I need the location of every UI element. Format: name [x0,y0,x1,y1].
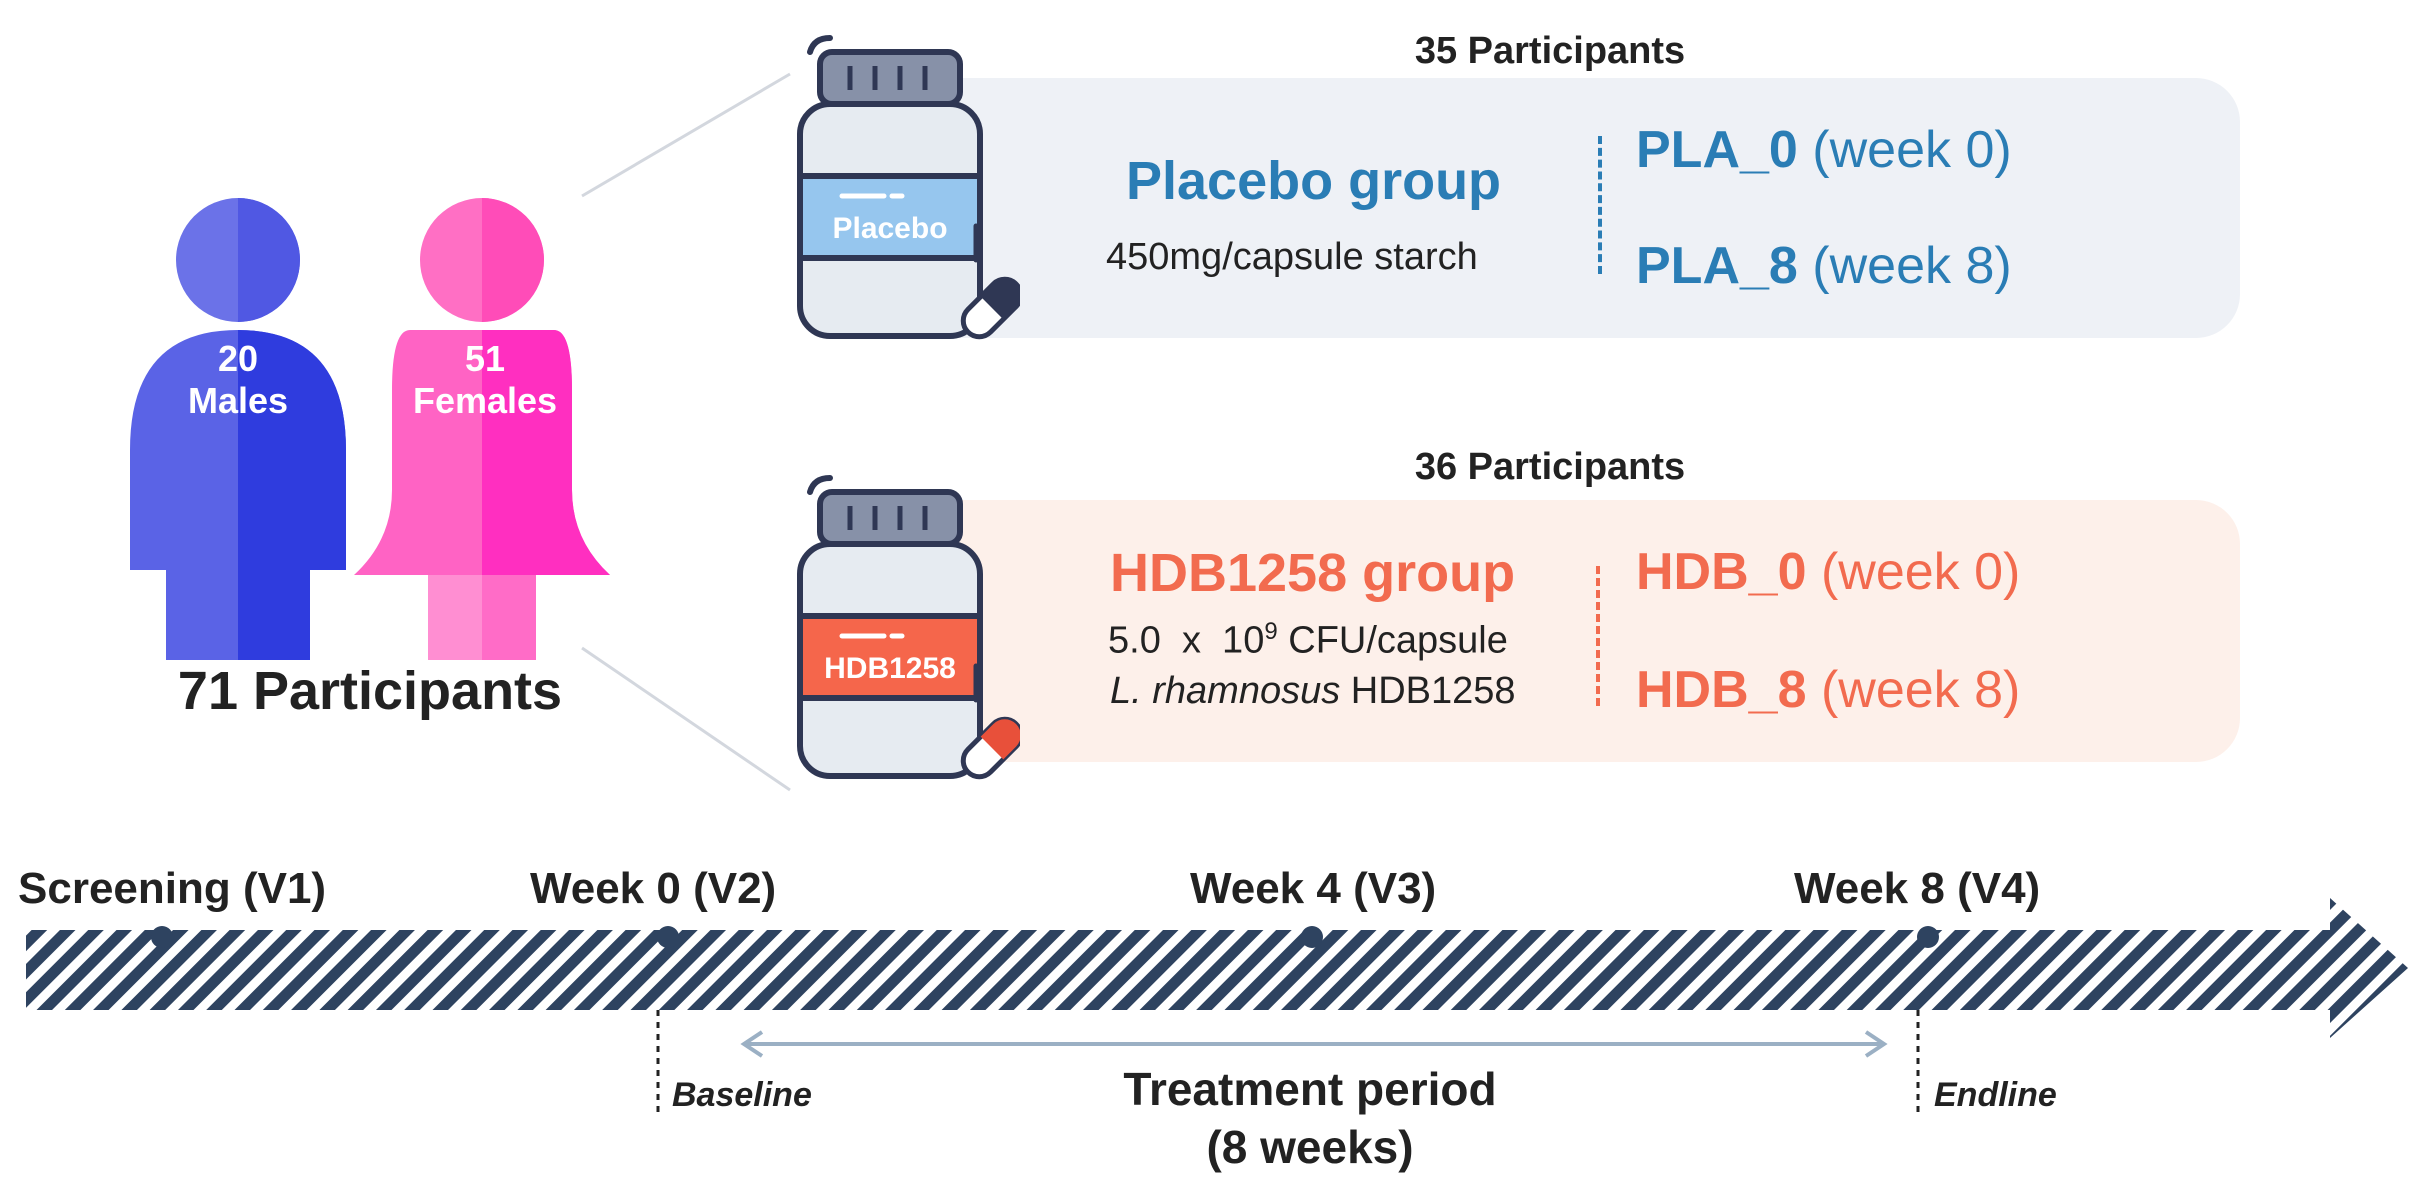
placebo-tag0-code: PLA_0 [1636,121,1798,179]
hdb-tag0-code: HDB_0 [1636,543,1807,601]
visit-dot-v3 [1301,926,1323,948]
hdb-dose-exponent: 9 [1264,618,1278,645]
hdb-title: HDB1258 group [1110,543,1516,603]
placebo-tag-week0: PLA_0 (week 0) [1636,120,2012,180]
treatment-period-title: Treatment period [1123,1063,1497,1115]
hdb-participants: 36 Participants [1414,446,1686,488]
males-label: Males [187,380,289,421]
males-count: 20 Males [168,338,308,422]
females-label: Females [412,380,558,421]
hdb-divider [1596,566,1600,706]
timeline-bar [26,898,2408,1038]
visit-dot-v2 [657,926,679,948]
hdb-dose: 5.0 x 109 CFU/capsule [1108,618,1508,663]
placebo-tag0-week: (week 0) [1812,121,2012,179]
hdb-strain-species: L. rhamnosus [1110,670,1341,712]
placebo-bottle-label: Placebo [832,212,948,245]
hdb-tag-week8: HDB_8 (week 8) [1636,660,2020,720]
placebo-tag8-code: PLA_8 [1636,237,1798,295]
visit-label-v1: Screening (V1) [18,864,327,913]
female-figure-icon [354,198,610,660]
placebo-tag8-week: (week 8) [1812,237,2012,295]
hdb-bottle-icon [797,475,1020,780]
placebo-bottle-icon [797,35,1020,340]
females-number: 51 [464,338,506,379]
hdb-dose-prefix: 5.0 x 10 [1108,619,1265,662]
visit-label-v4: Week 8 (V4) [1794,864,2041,913]
visit-dot-v4 [1917,926,1939,948]
hdb-tag8-code: HDB_8 [1636,661,1807,719]
total-participants: 71 Participants [177,661,563,721]
females-count: 51 Females [410,338,560,422]
placebo-participants: 35 Participants [1414,30,1686,72]
placebo-dose: 450mg/capsule starch [1106,236,1478,278]
visit-label-v3: Week 4 (V3) [1190,864,1437,913]
placebo-title: Placebo group [1126,151,1502,211]
hdb-strain-id: HDB1258 [1340,670,1516,712]
participants-figure: 20 Males 51 Females 71 Participants [110,190,630,750]
hdb-panel [900,500,2240,762]
hdb-bottle-label: HDB1258 [824,652,956,685]
placebo-tag-week8: PLA_8 (week 8) [1636,236,2012,296]
people-icon [130,198,610,660]
hdb-strain: L. rhamnosus HDB1258 [1110,670,1516,713]
visit-label-v2: Week 0 (V2) [530,864,777,913]
visit-dot-v1 [151,926,173,948]
hdb-tag-week0: HDB_0 (week 0) [1636,542,2020,602]
placebo-divider [1598,136,1602,274]
male-figure-icon [130,198,346,660]
treatment-period-label: Treatment period (8 weeks) [1000,1060,1620,1176]
baseline-label: Baseline [672,1076,812,1114]
males-number: 20 [217,338,259,379]
endline-label: Endline [1934,1076,2057,1114]
treatment-period-arrow [740,1030,1888,1058]
hdb-dose-suffix: CFU/capsule [1277,619,1508,662]
hdb-tag0-week: (week 0) [1820,543,2021,601]
treatment-period-duration: (8 weeks) [1206,1121,1414,1173]
placebo-panel [900,78,2240,338]
hdb-tag8-week: (week 8) [1820,661,2021,719]
